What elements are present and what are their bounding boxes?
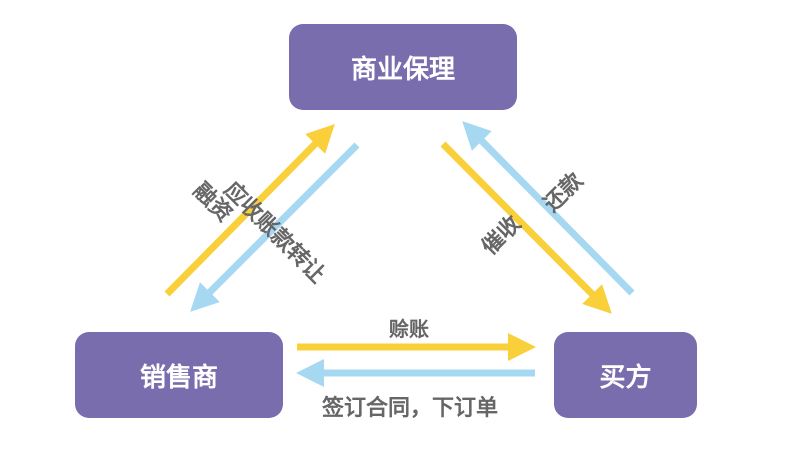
label-contract-order: 签订合同，下订单	[322, 396, 499, 421]
node-buyer: 买方	[554, 332, 697, 418]
arrow-financing	[164, 124, 335, 297]
arrow-collection	[440, 141, 612, 314]
node-seller: 销售商	[75, 332, 283, 418]
arrow-receivable-transfer	[190, 142, 360, 312]
label-credit-sale: 赊账	[389, 317, 429, 341]
arrow-repayment	[462, 121, 635, 296]
node-commercial-factoring: 商业保理	[289, 24, 517, 110]
